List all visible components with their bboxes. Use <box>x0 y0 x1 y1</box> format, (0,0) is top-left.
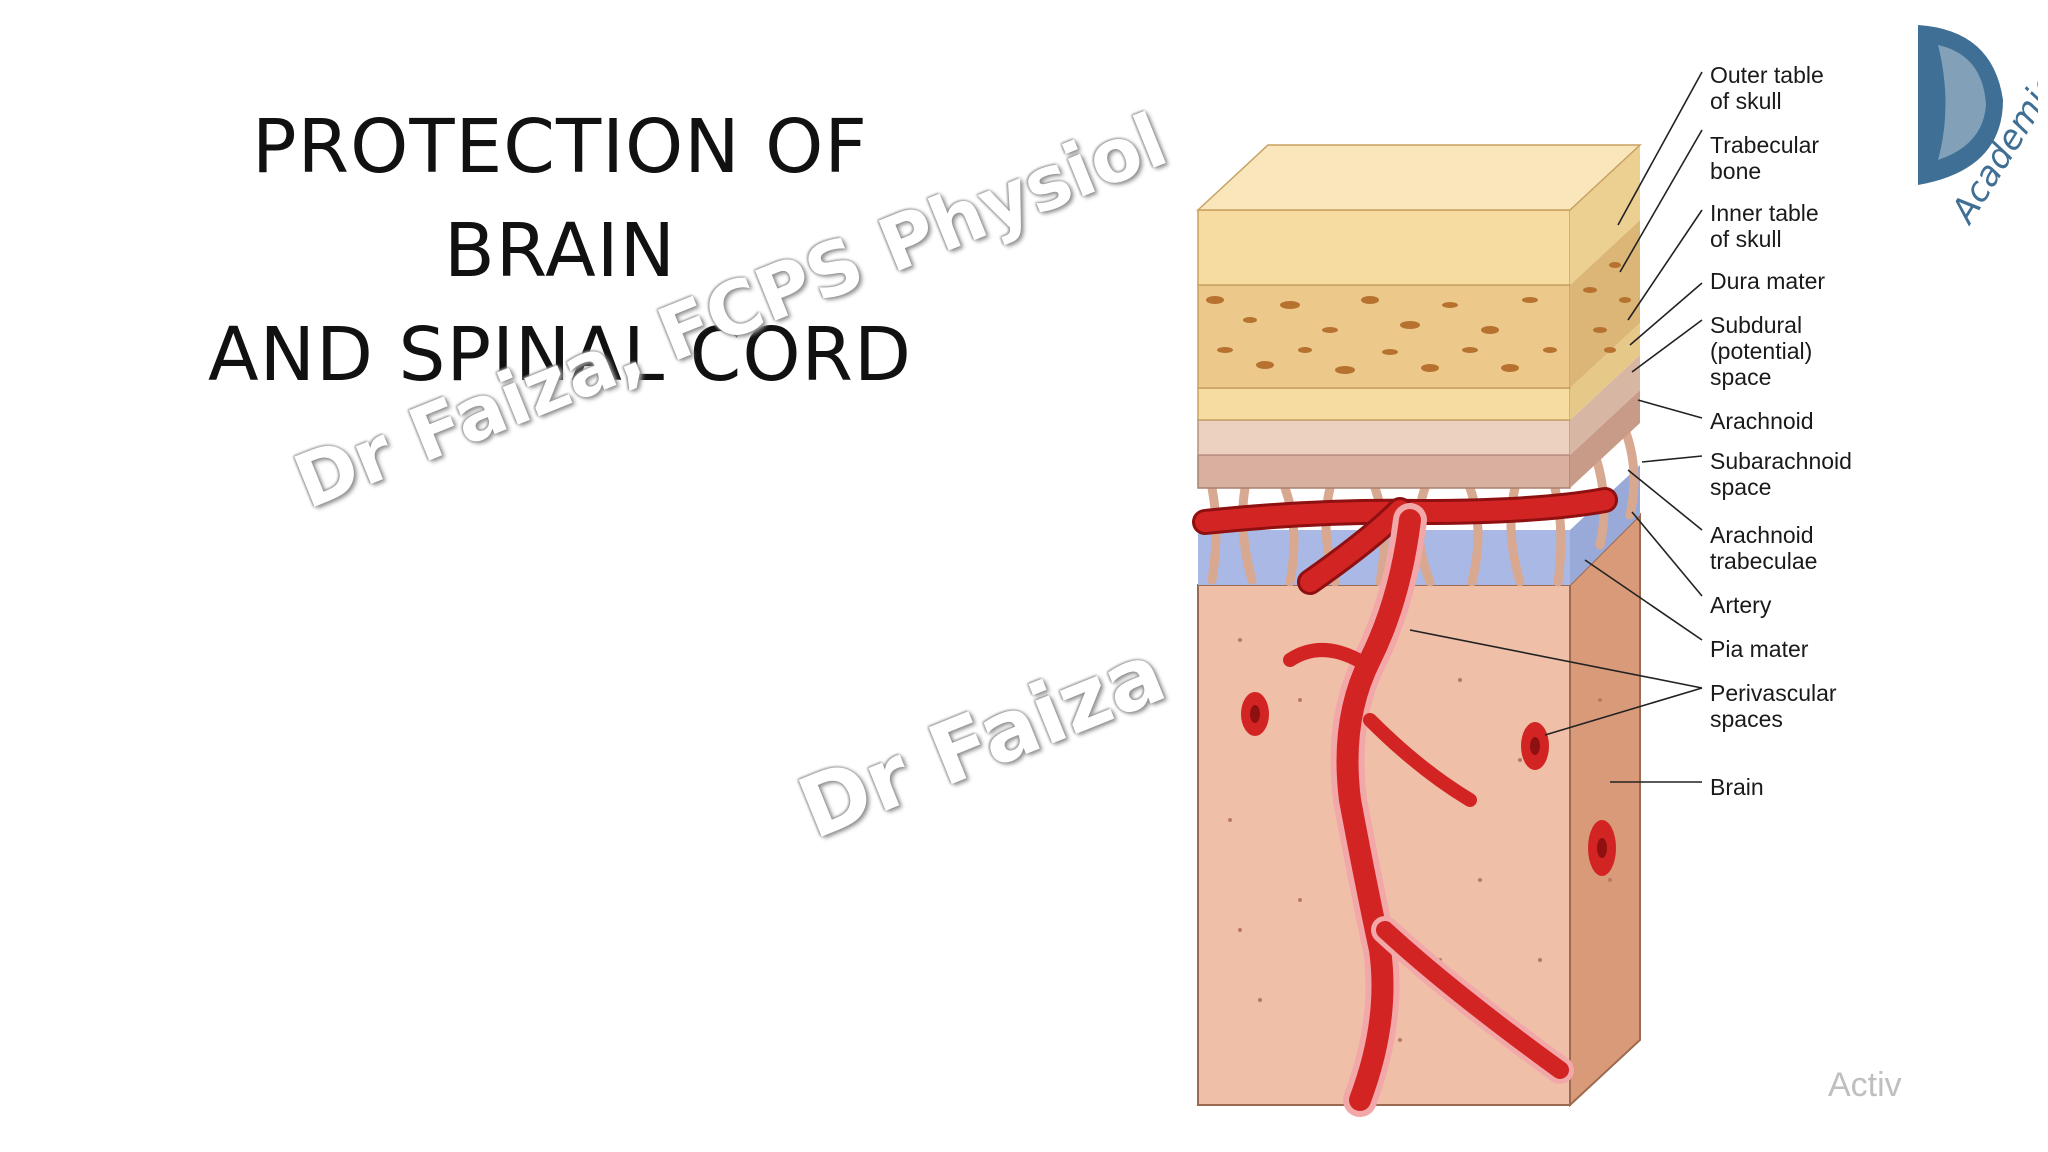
label-line: Outer table <box>1710 62 1824 88</box>
skull-top <box>1196 144 1642 211</box>
label-pia-mater: Pia mater <box>1710 636 1808 662</box>
arachnoid-front <box>1197 454 1571 489</box>
inner-table-side <box>1570 323 1640 420</box>
trabecular-spots <box>1206 262 1631 374</box>
label-line: spaces <box>1710 706 1783 732</box>
label-line: Pia mater <box>1710 636 1809 662</box>
label-line: (potential) <box>1710 338 1813 364</box>
activation-hint: Activ <box>1828 1066 1902 1104</box>
label-arachnoid: Arachnoid <box>1710 408 1814 434</box>
slide-title: PROTECTION OF BRAIN AND SPINAL CORD <box>150 95 970 407</box>
label-line: Artery <box>1710 592 1772 618</box>
outer-table-front <box>1197 209 1571 286</box>
label-line: Subarachnoid <box>1710 448 1852 474</box>
vessel-cross-sections <box>1241 692 1616 876</box>
label-line: Brain <box>1710 774 1764 800</box>
brain-side-face <box>1569 512 1641 1108</box>
label-brain: Brain <box>1710 774 1764 800</box>
dura-side <box>1570 355 1640 455</box>
meningeal-layers <box>1197 355 1640 489</box>
inner-table-front <box>1197 387 1571 421</box>
label-line: trabeculae <box>1710 548 1818 574</box>
brain-block <box>1197 512 1641 1108</box>
title-line-1: PROTECTION OF BRAIN <box>252 104 868 294</box>
label-line: Trabecular <box>1710 132 1820 158</box>
label-line: bone <box>1710 158 1762 184</box>
label-line: space <box>1710 474 1772 500</box>
title-line-2: AND SPINAL CORD <box>208 312 912 398</box>
trabecular-side <box>1570 220 1640 388</box>
label-line: Inner table <box>1710 200 1819 226</box>
penetrating-artery <box>1283 503 1574 1117</box>
label-line: space <box>1710 364 1772 390</box>
trabecular-front <box>1197 284 1571 389</box>
skull-layers <box>1196 144 1642 421</box>
label-line: Perivascular <box>1710 680 1837 706</box>
outer-table-side <box>1570 145 1640 285</box>
label-subdural-space: Subdural(potential)space <box>1710 312 1812 390</box>
head-profile-icon <box>1918 25 2003 185</box>
leader-lines <box>1409 71 1703 783</box>
label-line: Subdural <box>1710 312 1803 338</box>
label-line: of skull <box>1710 226 1782 252</box>
academics-logo: Academics <box>1918 25 2038 230</box>
label-line: Dura mater <box>1710 268 1826 294</box>
dura-front <box>1197 419 1571 456</box>
label-line: Arachnoid <box>1710 522 1814 548</box>
arachnoid-side <box>1570 390 1640 488</box>
label-artery: Artery <box>1710 592 1771 618</box>
label-line: of skull <box>1710 88 1782 114</box>
label-dura-mater: Dura mater <box>1710 268 1825 294</box>
label-line: Arachnoid <box>1710 408 1814 434</box>
